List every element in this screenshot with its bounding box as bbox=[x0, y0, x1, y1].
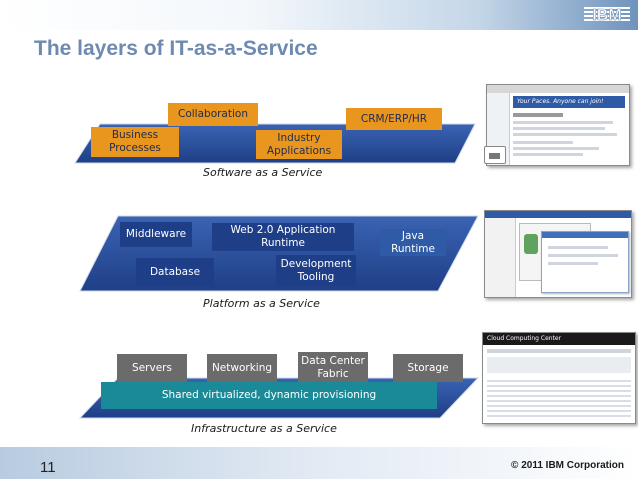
page-title: The layers of IT-as-a-Service bbox=[34, 37, 318, 60]
iaas-screenshot: Cloud Computing Center bbox=[482, 332, 636, 424]
iaas-shot-summary bbox=[487, 357, 631, 373]
iaas-label: Infrastructure as a Service bbox=[191, 422, 337, 435]
top-banner bbox=[0, 0, 638, 30]
ibm-logo-text: IBM bbox=[592, 7, 621, 24]
development-tooling-box: Development Tooling bbox=[276, 255, 356, 286]
iaas-shot-titlebar: Cloud Computing Center bbox=[483, 333, 635, 345]
shared-virtualized-box: Shared virtualized, dynamic provisioning bbox=[101, 382, 437, 409]
saas-shot-line bbox=[513, 153, 583, 156]
saas-screenshot: Your Paces. Anyone can join! bbox=[486, 84, 630, 166]
saas-shot-line bbox=[513, 121, 613, 124]
storage-box: Storage bbox=[393, 354, 463, 382]
paas-shot-tree bbox=[485, 218, 516, 297]
page-number: 11 bbox=[40, 459, 56, 476]
paas-shot-titlebar bbox=[485, 211, 631, 218]
database-icon bbox=[524, 234, 538, 254]
printer-icon-slot bbox=[489, 153, 500, 159]
web20-runtime-box: Web 2.0 Application Runtime bbox=[212, 223, 354, 251]
iaas-shot-line bbox=[487, 349, 631, 353]
industry-applications-box: Industry Applications bbox=[256, 130, 342, 159]
saas-shot-line bbox=[513, 141, 573, 144]
middleware-box: Middleware bbox=[120, 222, 192, 247]
paas-shot-wizard bbox=[541, 231, 629, 293]
paas-screenshot bbox=[484, 210, 632, 298]
saas-shot-titlebar bbox=[487, 85, 629, 93]
paas-shot-wizard-bar bbox=[542, 232, 628, 238]
data-center-fabric-box: Data Center Fabric bbox=[298, 352, 368, 383]
database-box: Database bbox=[136, 258, 214, 286]
copyright-notice: © 2011 IBM Corporation bbox=[511, 460, 624, 471]
paas-shot-line bbox=[548, 246, 608, 249]
paas-label: Platform as a Service bbox=[203, 297, 320, 310]
collaboration-box: Collaboration bbox=[168, 103, 258, 126]
networking-box: Networking bbox=[207, 354, 277, 382]
paas-shot-line bbox=[548, 262, 598, 265]
business-processes-box: Business Processes bbox=[91, 127, 179, 157]
servers-box: Servers bbox=[117, 354, 187, 382]
saas-shot-banner: Your Paces. Anyone can join! bbox=[513, 96, 625, 108]
printer-icon bbox=[484, 146, 506, 164]
java-runtime-box: Java Runtime bbox=[380, 229, 446, 256]
ibm-logo: IBM bbox=[584, 7, 630, 24]
saas-shot-line bbox=[513, 113, 563, 117]
paas-shot-line bbox=[548, 254, 618, 257]
crm-erp-hr-box: CRM/ERP/HR bbox=[346, 108, 442, 130]
iaas-shot-table bbox=[487, 377, 631, 419]
saas-label: Software as a Service bbox=[203, 166, 323, 179]
saas-shot-line bbox=[513, 127, 605, 130]
saas-shot-line bbox=[513, 133, 617, 136]
footer-banner bbox=[0, 447, 638, 479]
saas-shot-line bbox=[513, 147, 599, 150]
